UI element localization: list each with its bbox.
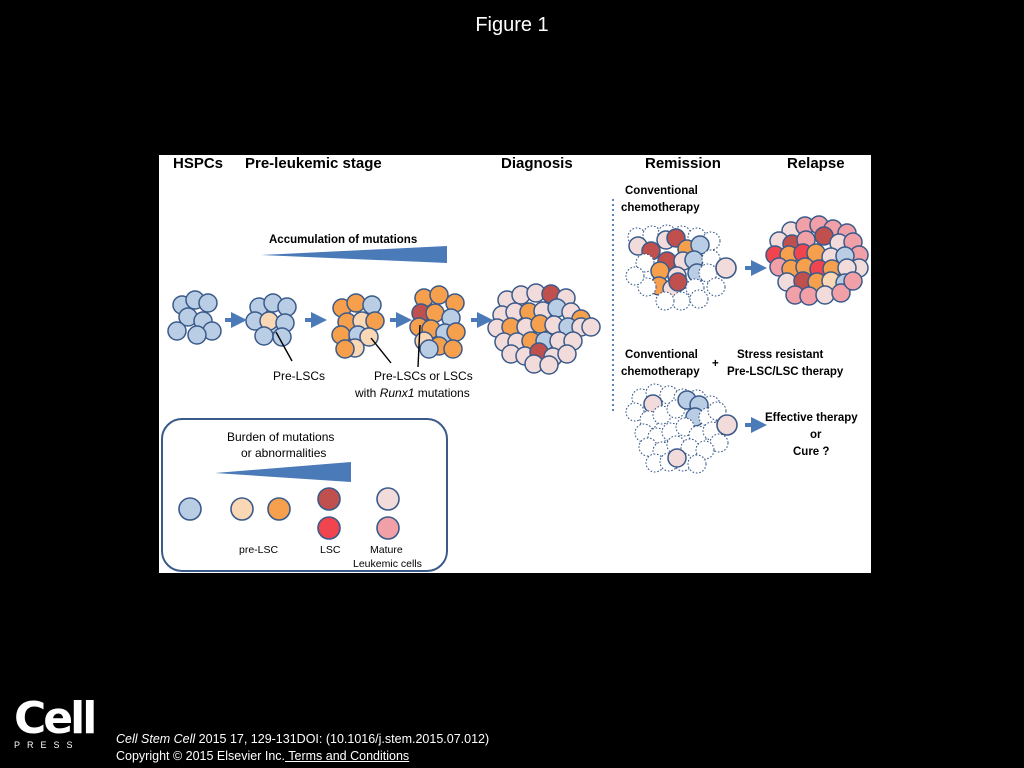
- journal-name: Cell Stem Cell: [116, 732, 196, 746]
- citation-line: Cell Stem Cell 2015 17, 129-131DOI: (10.…: [116, 731, 489, 748]
- header-relapse: Relapse: [787, 155, 845, 172]
- leukemic-cell: [843, 271, 863, 291]
- header-hspcs: HSPCs: [173, 155, 223, 172]
- copyright-line: Copyright © 2015 Elsevier Inc. Terms and…: [116, 748, 489, 765]
- pointer-line-pre-lscs: [275, 331, 293, 362]
- copyright-text: Copyright © 2015 Elsevier Inc.: [116, 749, 286, 763]
- figure-diagram: HSPCs Pre-leukemic stage Diagnosis Remis…: [161, 155, 869, 572]
- legend-wedge: [215, 462, 351, 482]
- dead-cell: [655, 291, 675, 311]
- leukemic-cell: [831, 283, 851, 303]
- legend-label-mature-line1: Mature: [370, 544, 403, 556]
- leukemic-cell: [667, 448, 687, 468]
- pre-lsc-cell: [346, 293, 366, 313]
- citation-details: 2015 17, 129-131DOI: (10.1016/j.stem.201…: [195, 732, 490, 746]
- hspc-cell: [362, 295, 382, 315]
- cluster-relapse: [765, 215, 869, 306]
- legend-box: Burden of mutations or abnormalities pre…: [161, 418, 448, 572]
- hspc-cell: [198, 293, 218, 313]
- leukemic-cell: [557, 344, 577, 364]
- accumulation-wedge: [261, 246, 447, 263]
- pre-lsc-cell: [429, 285, 449, 305]
- pre-lsc-cell: [425, 303, 445, 323]
- dead-cell: [706, 277, 726, 297]
- legend-cell-pre-lsc-light: [230, 497, 254, 521]
- legend-cell-lsc-dark: [317, 487, 341, 511]
- logo-sub: PRESS: [14, 740, 80, 750]
- figure-panel: HSPCs Pre-leukemic stage Diagnosis Remis…: [159, 155, 871, 573]
- cluster-pre-leukemic-1: [245, 293, 297, 347]
- header-remission: Remission: [645, 155, 721, 172]
- dead-cell: [635, 253, 655, 273]
- legend-label-pre-lsc: pre-LSC: [239, 544, 279, 556]
- cell-remission-survivor-top: [715, 257, 737, 279]
- outcome-line3: Cure ?: [793, 446, 829, 458]
- label-runx1-mutations: with Runx1 mutations: [354, 386, 470, 400]
- pre-lsc-cell: [335, 339, 355, 359]
- logo-word: Cell: [14, 693, 97, 744]
- cell-remission-survivor-bottom: [716, 414, 738, 436]
- hspc-cell: [254, 326, 274, 346]
- terms-and-conditions-link[interactable]: Terms and Conditions: [285, 749, 410, 763]
- outcome-line1: Effective therapy: [765, 412, 858, 424]
- legend-cell-mature-pink: [376, 487, 400, 511]
- dead-cell: [637, 277, 657, 297]
- legend-cell-hspc: [178, 497, 202, 521]
- cluster-hspcs: [167, 290, 222, 345]
- dead-cell: [625, 402, 645, 422]
- cell-press-logo: Cell PRESS: [14, 693, 97, 751]
- legend-title-line1: Burden of mutations: [227, 430, 334, 444]
- lsc-cell: [668, 272, 688, 292]
- legend-cell-mature-rose: [376, 516, 400, 540]
- hspc-cell: [187, 325, 207, 345]
- pre-lsc-cell: [446, 322, 466, 342]
- cluster-pre-leukemic-2: [331, 293, 385, 359]
- remission-top-label-line2: chemotherapy: [621, 202, 700, 214]
- slide-title: Figure 1: [475, 14, 549, 36]
- label-pre-lscs-or-lscs: Pre-LSCs or LSCs: [374, 369, 473, 383]
- remission-bottom-left-line1: Conventional: [625, 349, 698, 361]
- remission-bottom-left-line2: chemotherapy: [621, 366, 700, 378]
- plus-sign: +: [712, 358, 719, 370]
- pointer-line-pre-lscs-or-lscs: [370, 337, 392, 364]
- header-diagnosis: Diagnosis: [501, 155, 573, 172]
- dead-cell: [689, 289, 709, 309]
- leukemic-cell: [581, 317, 601, 337]
- cluster-remission-bottom: [625, 383, 729, 474]
- header-pre-leukemic-stage: Pre-leukemic stage: [245, 155, 382, 172]
- pointer-line-runx1: [417, 324, 421, 368]
- legend-title-line2: or abnormalities: [241, 446, 326, 460]
- legend-label-mature-line2: Leukemic cells: [353, 558, 422, 570]
- leukemic-cell: [539, 355, 559, 375]
- hspc-cell: [277, 297, 297, 317]
- remission-bottom-right-line1: Stress resistant: [737, 349, 823, 361]
- hspc-cell: [419, 339, 439, 359]
- pre-lsc-cell: [443, 339, 463, 359]
- legend-label-lsc: LSC: [320, 544, 341, 556]
- dead-cell: [687, 454, 707, 474]
- cluster-remission-top: [625, 224, 726, 311]
- leukemic-cell: [815, 285, 835, 305]
- hspc-cell: [272, 327, 292, 347]
- legend-cell-lsc-red: [317, 516, 341, 540]
- accumulation-label: Accumulation of mutations: [269, 234, 417, 246]
- legend-cell-pre-lsc-dark: [267, 497, 291, 521]
- hspc-cell: [167, 321, 187, 341]
- remission-bottom-right-line2: Pre-LSC/LSC therapy: [727, 366, 844, 378]
- dead-cell: [625, 266, 645, 286]
- cluster-diagnosis: [487, 283, 601, 375]
- dead-cell: [707, 401, 727, 421]
- outcome-line2: or: [810, 429, 822, 441]
- leukemic-cell: [799, 286, 819, 306]
- remission-top-label-line1: Conventional: [625, 185, 698, 197]
- citation: Cell Stem Cell 2015 17, 129-131DOI: (10.…: [116, 731, 489, 765]
- cluster-pre-leukemic-3: [409, 285, 466, 359]
- dead-cell: [671, 291, 691, 311]
- label-pre-lscs: Pre-LSCs: [273, 369, 325, 383]
